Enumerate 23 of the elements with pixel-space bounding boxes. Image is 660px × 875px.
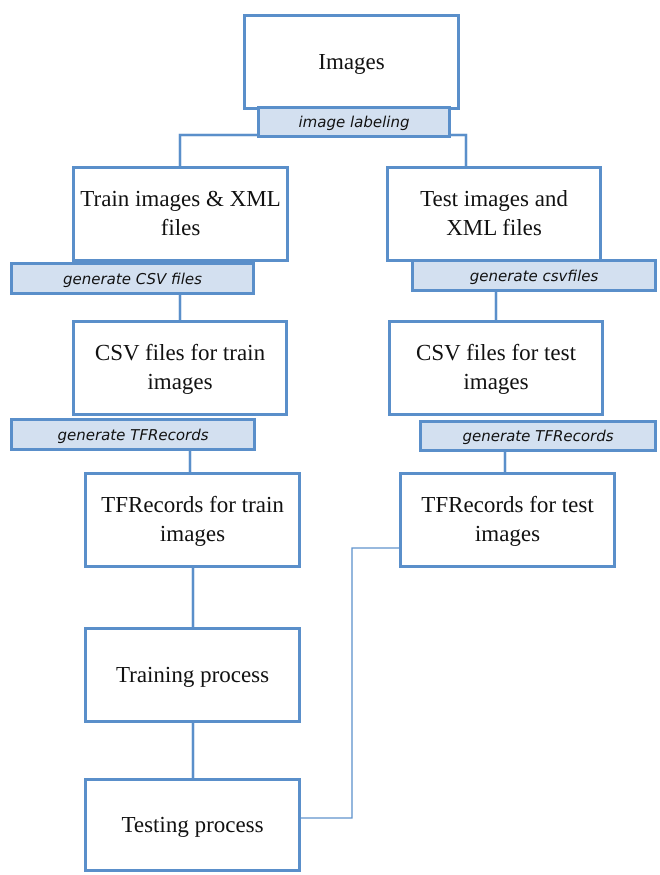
step-label-box: generate TFRecords — [419, 420, 657, 452]
connector-line — [301, 547, 399, 819]
step-label-box: image labeling — [257, 106, 451, 138]
process-box: Testing process — [84, 778, 301, 872]
connector-line — [504, 452, 506, 472]
connector-line — [494, 292, 498, 320]
process-box: Test images and XML files — [386, 166, 602, 262]
connector-line — [192, 723, 194, 778]
step-label-box: generate CSV files — [10, 262, 255, 295]
connector-line — [178, 134, 257, 166]
process-box: CSV files for train images — [72, 320, 288, 416]
process-box: Train images & XML files — [72, 166, 289, 262]
connector-line — [188, 451, 192, 472]
connector-line — [192, 568, 194, 627]
connector-line — [451, 134, 468, 166]
process-box: TFRecords for train images — [84, 472, 301, 568]
step-label-box: generate TFRecords — [10, 418, 256, 451]
process-box: Training process — [84, 627, 301, 723]
process-box: CSV files for test images — [388, 320, 604, 416]
step-label-box: generate csvfiles — [411, 259, 657, 292]
process-box: Images — [243, 14, 460, 110]
connector-line — [178, 295, 182, 320]
process-box: TFRecords for test images — [399, 472, 616, 568]
